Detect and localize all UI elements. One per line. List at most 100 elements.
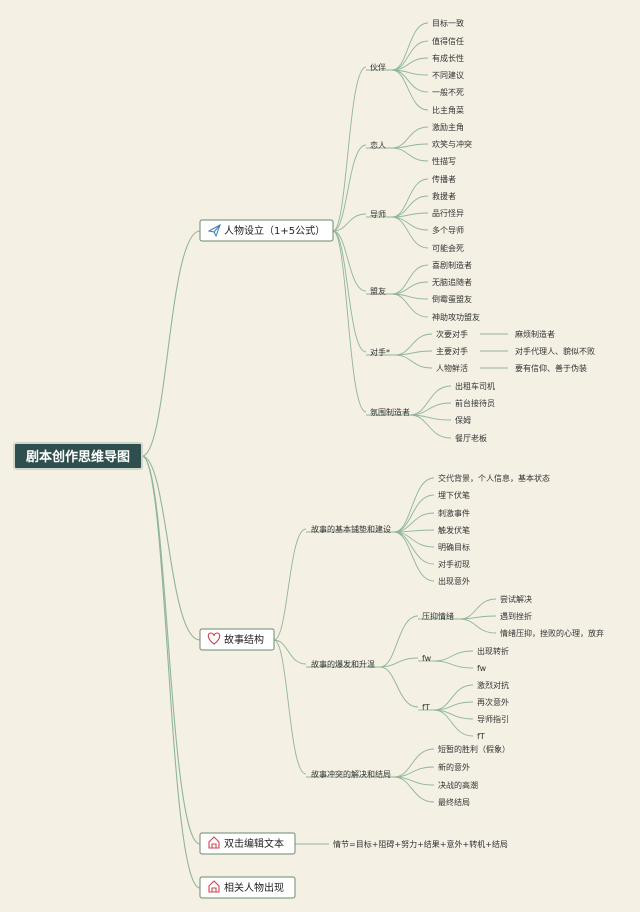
leaf-node[interactable]: 品行怪异 [432, 208, 464, 218]
note-node[interactable]: 要有信仰、善于伪装 [515, 363, 587, 373]
leaf-node[interactable]: 救援者 [432, 191, 456, 201]
leaf-node[interactable]: 明确目标 [438, 542, 470, 552]
svg-text:人物鲜活: 人物鲜活 [436, 363, 468, 373]
sub-node[interactable]: 伙伴 [370, 62, 386, 72]
sub-node[interactable]: 盟友 [370, 286, 386, 296]
root-node[interactable]: 剧本创作思维导图 [13, 442, 143, 470]
sub-node[interactable]: 对手* [370, 347, 390, 357]
sub-node[interactable]: fT [422, 703, 430, 712]
leaf-node[interactable]: fT [477, 732, 485, 741]
leaf-node[interactable]: 出租车司机 [455, 381, 495, 391]
leaf-node[interactable]: 神助攻功盟友 [432, 312, 480, 322]
note-node[interactable]: 对手代理人、貌似不败 [515, 346, 595, 356]
branch-node-edit-text[interactable]: 双击编辑文本 [199, 832, 296, 855]
leaf-node[interactable]: 有成长性 [432, 53, 464, 63]
home-icon [208, 880, 220, 893]
leaf-connector [409, 402, 452, 416]
leaf-node[interactable]: 再次意外 [477, 697, 509, 707]
leaf-node[interactable]: 最终结局 [438, 797, 470, 807]
leaf-node[interactable]: 情绪压抑，挫败的心理，放弃 [500, 628, 604, 638]
leaf-connector [433, 684, 474, 711]
leaf-node[interactable]: 无脑追随者 [432, 277, 472, 287]
leaf-node[interactable]: 前台接待员 [455, 398, 495, 408]
branch-node-story-structure[interactable]: 故事结构 [199, 628, 275, 651]
svg-text:前台接待员: 前台接待员 [455, 398, 495, 408]
leaf-node[interactable]: 不同建议 [432, 70, 464, 80]
leaf-node[interactable]: 尝试解决 [500, 594, 532, 604]
leaf-node[interactable]: 出现转折 [477, 646, 509, 656]
leaf-connector [391, 143, 429, 149]
svg-text:fw: fw [477, 664, 487, 673]
sub-node[interactable]: 故事的基本铺垫和建设 [311, 524, 391, 534]
sub-node[interactable]: 恋人 [370, 140, 386, 150]
leaf-node[interactable]: 主要对手 [436, 346, 468, 356]
leaf-node[interactable]: fw [477, 664, 487, 673]
note-node[interactable]: 麻烦制造者 [515, 329, 555, 339]
branch-node-related-characters[interactable]: 相关人物出现 [199, 876, 296, 899]
sub-node[interactable]: 氛围制造者 [370, 407, 410, 417]
leaf-node[interactable]: 导师指引 [477, 714, 509, 724]
branch-connector [379, 615, 419, 668]
leaf-node[interactable]: 激烈对抗 [477, 680, 509, 690]
leaf-node[interactable]: 倒霉蛋盟友 [432, 294, 472, 304]
connector-layer [141, 22, 508, 889]
leaf-node[interactable]: 决战的高潮 [438, 780, 478, 790]
leaf-node[interactable]: 可能会死 [432, 243, 464, 253]
leaf-node[interactable]: 保姆 [455, 415, 471, 425]
heart-icon [207, 632, 221, 645]
branch-node-character-setup[interactable]: 人物设立（1+5公式） [199, 219, 334, 242]
leaf-node[interactable]: 餐厅老板 [455, 433, 487, 443]
leaf-node[interactable]: 激励主角 [432, 122, 464, 132]
leaf-node[interactable]: 触发伏笔 [438, 525, 470, 535]
leaf-node[interactable]: 喜剧制造者 [432, 260, 472, 270]
sub-node[interactable]: 故事冲突的解决和结局 [311, 769, 391, 779]
leaf-node[interactable]: 欢笑与冲突 [432, 139, 472, 149]
leaf-node[interactable]: 新的意外 [438, 762, 470, 772]
leaf-connector [393, 512, 435, 533]
branch-connector [332, 213, 367, 232]
leaf-node[interactable]: 短暂的胜利（假象） [438, 744, 510, 754]
sub-node[interactable]: 压抑情绪 [422, 611, 454, 621]
leaf-connector [391, 264, 429, 295]
leaf-node[interactable]: 次要对手 [436, 329, 468, 339]
svg-text:出现转折: 出现转折 [477, 646, 509, 656]
leaf-connector [393, 748, 435, 778]
leaf-node[interactable]: 交代背景，个人信息，基本状态 [438, 473, 550, 483]
svg-text:次要对手: 次要对手 [436, 329, 468, 339]
svg-text:fw: fw [422, 654, 432, 663]
svg-text:情节=目标+阻碍+努力+结果+意外+转机+结局: 情节=目标+阻碍+努力+结果+意外+转机+结局 [333, 839, 508, 849]
svg-text:fT: fT [422, 703, 430, 712]
leaf-node[interactable]: 埋下伏笔 [438, 490, 470, 500]
leaf-connector [391, 195, 429, 218]
svg-text:可能会死: 可能会死 [432, 243, 464, 253]
leaf-node[interactable]: 遇到挫折 [500, 611, 532, 621]
svg-text:救援者: 救援者 [432, 191, 456, 201]
sub-node[interactable]: 故事的爆发和升温 [311, 659, 375, 669]
leaf-node[interactable]: 出现意外 [438, 576, 470, 586]
leaf-node[interactable]: 情节=目标+阻碍+努力+结果+意外+转机+结局 [333, 839, 508, 849]
leaf-node[interactable]: 比主角菜 [432, 105, 464, 115]
branch-label: 人物设立（1+5公式） [224, 224, 325, 237]
svg-text:遇到挫折: 遇到挫折 [500, 611, 532, 621]
sub-node[interactable]: fw [422, 654, 432, 663]
leaf-connector [433, 701, 474, 711]
leaf-node[interactable]: 人物鲜活 [436, 363, 468, 373]
svg-text:故事的爆发和升温: 故事的爆发和升温 [311, 659, 375, 669]
leaf-node[interactable]: 多个导师 [432, 225, 464, 235]
svg-text:一般不死: 一般不死 [432, 87, 464, 97]
leaf-node[interactable]: 值得信任 [432, 36, 464, 46]
leaf-node[interactable]: 对手初现 [438, 559, 470, 569]
branch-connector [273, 639, 307, 665]
leaf-node[interactable]: 刺激事件 [438, 508, 470, 518]
leaf-node[interactable]: 一般不死 [432, 87, 464, 97]
root-connector [141, 455, 201, 889]
svg-text:最终结局: 最终结局 [438, 797, 470, 807]
leaf-node[interactable]: 目标一致 [432, 18, 464, 28]
sub-node[interactable]: 导师 [370, 209, 386, 219]
leaf-connector [393, 766, 435, 778]
svg-text:出现意外: 出现意外 [438, 576, 470, 586]
leaf-node[interactable]: 性描写 [432, 156, 456, 166]
leaf-connector [391, 40, 429, 71]
leaf-node[interactable]: 传播者 [432, 174, 456, 184]
svg-text:值得信任: 值得信任 [432, 36, 464, 46]
